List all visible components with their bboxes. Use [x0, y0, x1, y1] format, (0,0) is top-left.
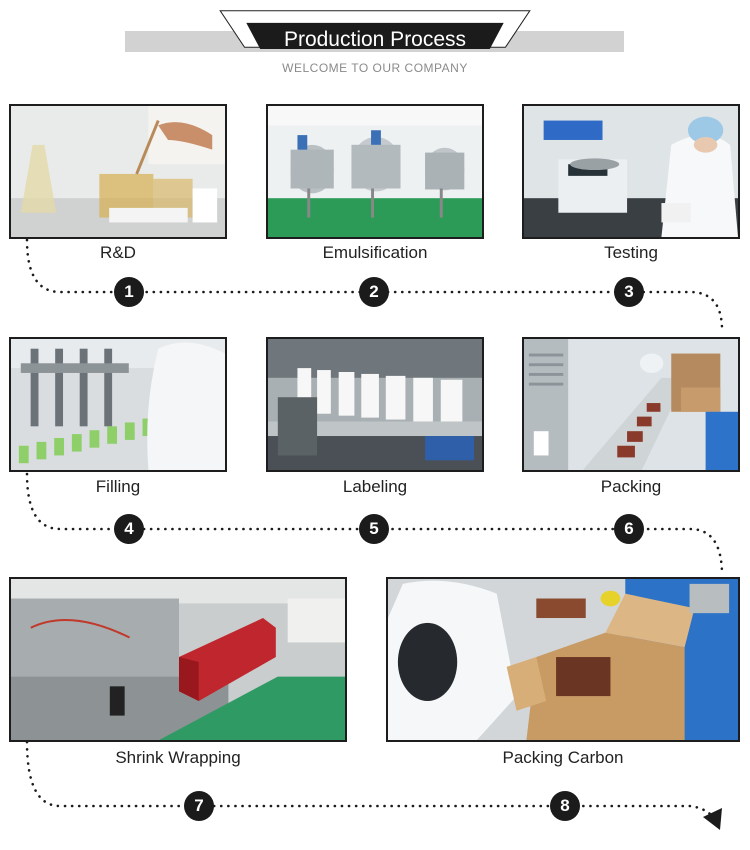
- filling-photo: [9, 337, 227, 472]
- title-banner: [219, 10, 531, 49]
- step-label-rnd: R&D: [100, 243, 136, 262]
- page-subtitle: WELCOME TO OUR COMPANY: [282, 61, 468, 75]
- step-label-labeling: Labeling: [342, 477, 408, 496]
- page-title: Production Process: [283, 28, 467, 51]
- step-label-emulsification: Emulsification: [322, 243, 428, 262]
- step-number-8: 8: [550, 791, 580, 821]
- step-number-3: 3: [614, 277, 644, 307]
- flow-end-arrow-icon: [703, 808, 722, 830]
- emulsification-photo: [266, 104, 484, 239]
- packing-carbon-photo: [386, 577, 740, 742]
- shrink-wrapping-photo: [9, 577, 347, 742]
- step-number-4: 4: [114, 514, 144, 544]
- step-number-5: 5: [359, 514, 389, 544]
- step-number-6: 6: [614, 514, 644, 544]
- step-label-packing-carbon: Packing Carbon: [502, 748, 624, 767]
- packing-photo: [522, 337, 740, 472]
- step-label-testing: Testing: [604, 243, 658, 262]
- rnd-photo: [9, 104, 227, 239]
- testing-photo: [522, 104, 740, 239]
- step-label-filling: Filling: [95, 477, 141, 496]
- step-label-packing: Packing: [600, 477, 662, 496]
- step-number-1: 1: [114, 277, 144, 307]
- step-label-shrink-wrapping: Shrink Wrapping: [115, 748, 241, 767]
- step-number-7: 7: [184, 791, 214, 821]
- step-number-2: 2: [359, 277, 389, 307]
- labeling-photo: [266, 337, 484, 472]
